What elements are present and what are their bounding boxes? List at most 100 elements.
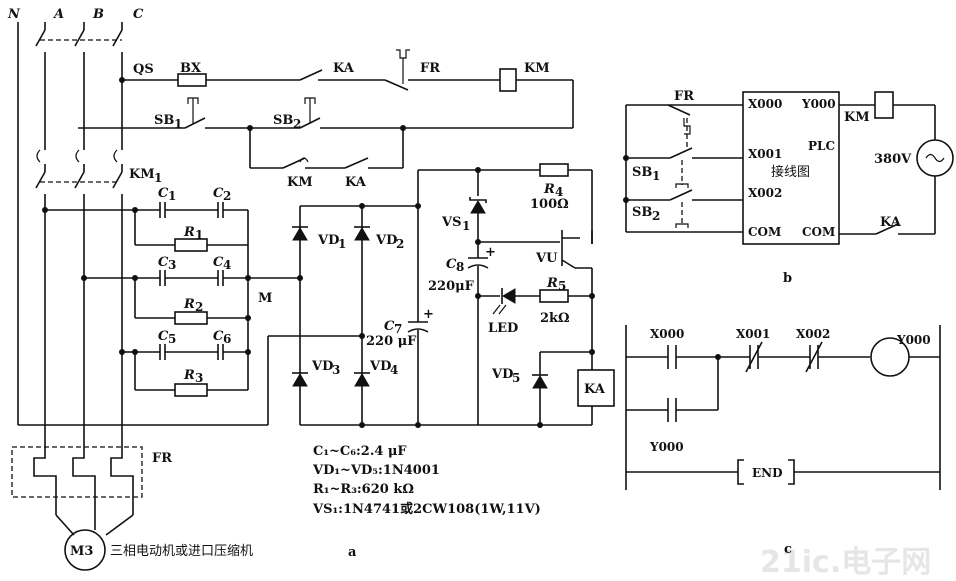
svg-text:C: C — [446, 257, 457, 272]
svg-text:接线图: 接线图 — [771, 164, 810, 180]
control-labels: BX KA FR KM SB 1 SB 2 KM KA — [154, 61, 550, 190]
svg-text:LED: LED — [488, 321, 518, 336]
phase-labels: N A B C — [7, 7, 144, 22]
svg-text:3: 3 — [195, 371, 203, 385]
svg-text:5: 5 — [558, 279, 566, 293]
svg-text:C: C — [213, 255, 224, 270]
phase-b-label: B — [92, 7, 104, 22]
svg-text:VD: VD — [311, 359, 333, 374]
sb1-sub: 1 — [174, 117, 182, 131]
svg-text:1: 1 — [338, 237, 346, 251]
svg-text:COM: COM — [748, 225, 781, 239]
svg-text:C: C — [213, 186, 224, 201]
svg-text:6: 6 — [223, 332, 231, 346]
svg-text:C: C — [158, 186, 169, 201]
rectifier-bridge: + + — [292, 163, 615, 428]
control-circuit — [78, 49, 574, 169]
phase-a-label: A — [52, 7, 64, 22]
svg-text:VD: VD — [317, 233, 339, 248]
svg-text:VD: VD — [375, 233, 397, 248]
svg-text:1: 1 — [652, 169, 660, 183]
svg-text:2: 2 — [223, 189, 231, 203]
svg-text:END: END — [752, 466, 783, 480]
svg-text:R: R — [183, 297, 195, 312]
watermark: 21ic.电子网 — [760, 545, 931, 580]
svg-text:SB: SB — [632, 165, 652, 180]
svg-text:C: C — [384, 319, 395, 334]
note-2: VD₁~VD₅:1N4001 — [312, 463, 440, 478]
svg-text:X000: X000 — [748, 97, 782, 111]
svg-text:5: 5 — [168, 332, 176, 346]
svg-text:VS: VS — [441, 215, 461, 230]
fr-thermal-symbol — [396, 49, 410, 59]
watermark-text: 21ic.电子网 — [760, 545, 931, 580]
svg-text:VU: VU — [535, 251, 558, 266]
ka-label: KA — [333, 61, 355, 76]
svg-text:R: R — [546, 276, 558, 291]
svg-text:380V: 380V — [874, 152, 912, 167]
km-contact-label: KM — [287, 175, 313, 190]
phase-n-label: N — [7, 7, 21, 22]
fr-bottom-label: FR — [152, 451, 172, 466]
svg-text:R: R — [543, 182, 555, 197]
svg-text:8: 8 — [456, 260, 464, 274]
plc-labels: FR SB 1 SB 2 X000 X001 X002 COM Y000 PLC… — [632, 89, 912, 286]
svg-text:VD: VD — [491, 367, 513, 382]
rectifier-labels: VD 1 VD 2 VD 3 VD 4 C 7 220 μF VS 1 R 4 … — [311, 182, 606, 397]
svg-text:FR: FR — [674, 89, 694, 104]
svg-text:X000: X000 — [650, 327, 684, 341]
svg-text:Y000: Y000 — [801, 97, 836, 111]
svg-text:+: + — [423, 307, 434, 322]
svg-text:1: 1 — [462, 219, 470, 233]
rc-network — [42, 202, 362, 425]
svg-text:C: C — [213, 329, 224, 344]
svg-text:b: b — [783, 271, 792, 286]
note-4: VS₁:1N4741或2CW108(1W,11V) — [312, 501, 541, 517]
svg-text:KA: KA — [584, 382, 606, 397]
plc-box — [742, 91, 840, 245]
motor-label: M3 — [70, 544, 93, 559]
svg-text:100Ω: 100Ω — [530, 197, 569, 212]
svg-text:Y000: Y000 — [649, 440, 684, 454]
svg-text:X001: X001 — [736, 327, 770, 341]
svg-text:2kΩ: 2kΩ — [540, 311, 570, 326]
svg-text:Y000: Y000 — [896, 333, 931, 347]
svg-text:7: 7 — [394, 322, 402, 336]
qs-label: QS — [133, 62, 154, 77]
svg-text:5: 5 — [512, 371, 520, 385]
svg-text:c: c — [784, 542, 792, 557]
svg-text:PLC: PLC — [808, 139, 835, 153]
svg-text:2: 2 — [652, 209, 660, 223]
ladder-labels: X000 X001 X002 Y000 Y000 END c — [649, 327, 931, 557]
sb1-label: SB — [154, 113, 174, 128]
fr-label: FR — [420, 61, 440, 76]
km1-sub: 1 — [154, 171, 162, 185]
svg-text:X002: X002 — [748, 186, 782, 200]
phase-lines — [17, 22, 268, 440]
phase-c-label: C — [133, 7, 144, 22]
figure-a-label: a — [348, 545, 357, 560]
svg-text:+: + — [485, 245, 496, 260]
ka-contact-label: KA — [345, 175, 367, 190]
svg-text:4: 4 — [390, 363, 398, 377]
svg-text:C: C — [158, 329, 169, 344]
plc-wiring — [623, 91, 954, 245]
km-label: KM — [524, 61, 550, 76]
svg-text:R: R — [183, 225, 195, 240]
svg-text:1: 1 — [168, 189, 176, 203]
coil-km — [499, 68, 517, 92]
km1-label: KM 1 — [129, 167, 162, 185]
motor-caption: 三相电动机或进口压缩机 — [110, 543, 253, 559]
svg-text:C: C — [158, 255, 169, 270]
note-3: R₁~R₃:620 kΩ — [313, 482, 414, 497]
svg-text:X002: X002 — [796, 327, 830, 341]
note-1: C₁~C₆:2.4 μF — [313, 444, 407, 459]
fr-and-motor — [11, 440, 143, 571]
svg-text:KA: KA — [880, 215, 902, 230]
motor-symbol — [64, 529, 106, 571]
svg-text:4: 4 — [223, 258, 231, 272]
sb2-sub: 2 — [293, 117, 301, 131]
svg-text:1: 1 — [195, 228, 203, 242]
component-notes: C₁~C₆:2.4 μF VD₁~VD₅:1N4001 R₁~R₃:620 kΩ… — [312, 444, 541, 517]
